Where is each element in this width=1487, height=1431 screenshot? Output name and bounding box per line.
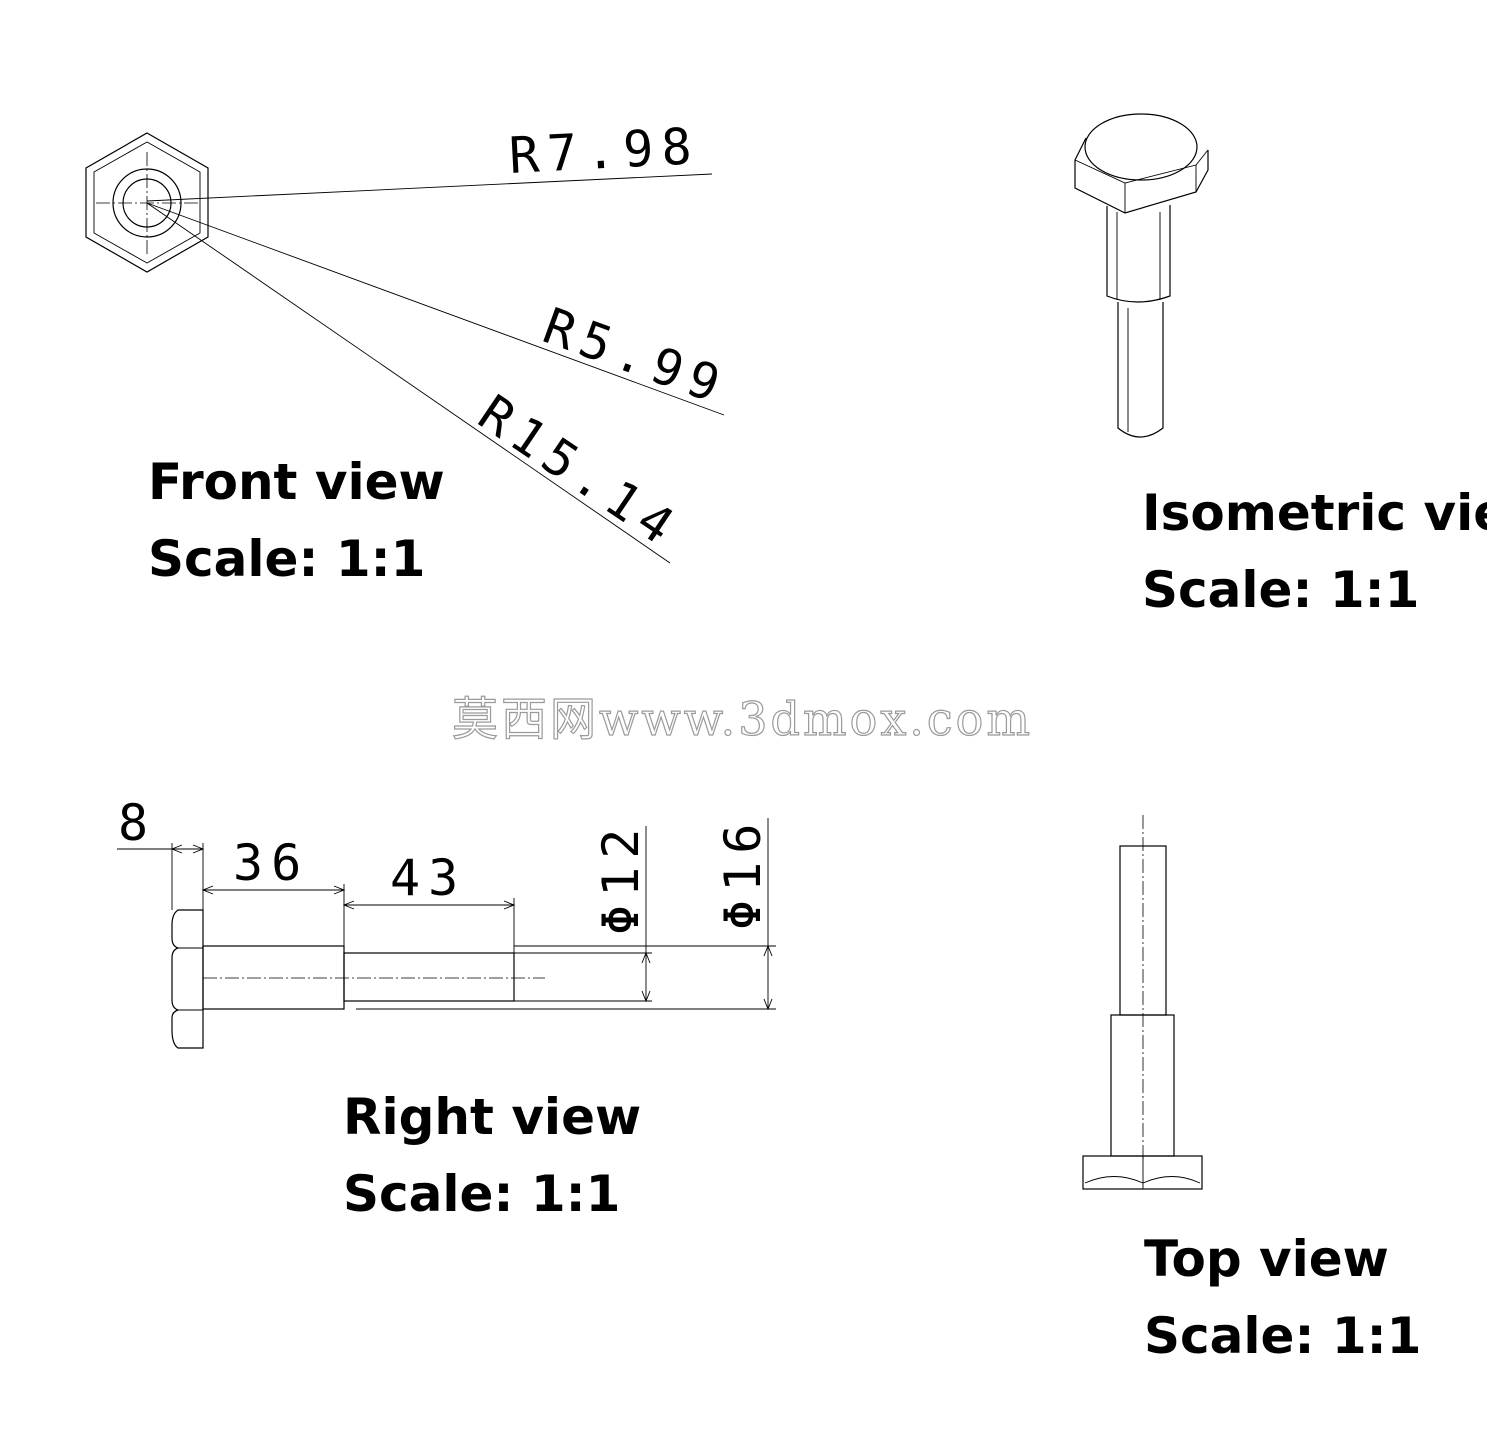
right-view-scale: Scale: 1:1	[343, 1165, 620, 1223]
arrow-36-left	[201, 885, 214, 895]
dim-8: 8	[118, 794, 156, 852]
leader-r-outer	[146, 173, 713, 202]
watermark: 莫西网www.3dmox.com	[452, 692, 1033, 746]
front-view: R7.98 R5.99 R15.14 Front view Scale: 1:1	[85, 117, 735, 588]
isometric-view: Isometric view Scale: 1:1	[1074, 113, 1487, 619]
arrow-d16-bot	[763, 998, 773, 1011]
shank-side	[202, 945, 345, 1010]
arrow-d16-top	[763, 944, 773, 957]
dim-36: 36	[233, 834, 309, 892]
leader-r-large	[146, 202, 671, 564]
thread-side	[343, 952, 515, 1002]
arrow-8-left	[170, 844, 183, 854]
right-view: Φ12 Φ16 8 36 43 Right view Scale: 1:1	[117, 794, 776, 1223]
dim-r-inner: R5.99	[536, 297, 735, 417]
head-top	[1082, 1155, 1203, 1190]
front-view-title: Front view	[148, 453, 445, 511]
dim-d12: Φ12	[592, 821, 650, 935]
thread-body	[1117, 302, 1164, 438]
dim-r-large: R15.14	[468, 384, 690, 560]
right-view-title: Right view	[343, 1088, 641, 1146]
top-view-title: Top view	[1144, 1230, 1389, 1288]
dim-d16: Φ16	[714, 816, 772, 930]
dim-r-outer: R7.98	[508, 117, 701, 185]
hex-outline	[85, 132, 209, 273]
shank-top	[1110, 1014, 1175, 1157]
arrow-d12-bot	[641, 990, 651, 1003]
arrow-43-right	[503, 900, 516, 910]
dim-43: 43	[390, 849, 466, 907]
top-view-scale: Scale: 1:1	[1144, 1307, 1421, 1365]
front-view-scale: Scale: 1:1	[148, 530, 425, 588]
head-chamfer	[1084, 1176, 1201, 1184]
shank-body	[1106, 205, 1171, 303]
head-side	[171, 909, 204, 1049]
isometric-view-title: Isometric view	[1142, 484, 1487, 542]
hex-inner-outline	[93, 141, 201, 264]
isometric-view-scale: Scale: 1:1	[1142, 561, 1419, 619]
head-hex-top-edge	[1074, 149, 1209, 184]
arrow-36-right	[333, 885, 346, 895]
head-top-ellipse	[1084, 113, 1198, 181]
arrow-d12-top	[641, 951, 651, 964]
arrow-43-left	[342, 900, 355, 910]
leader-r-inner	[146, 202, 725, 416]
top-view: Top view Scale: 1:1	[1082, 815, 1421, 1365]
head-hex-outline	[1074, 137, 1209, 214]
arrow-8-right	[192, 844, 205, 854]
